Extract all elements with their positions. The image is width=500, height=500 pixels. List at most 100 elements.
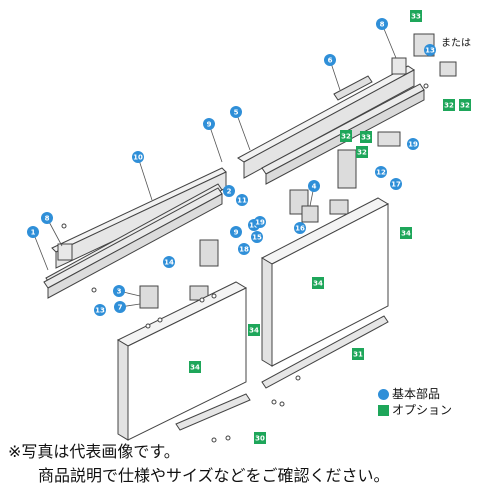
option-part-marker [312,277,324,289]
lower-rail-front [43,187,223,299]
basic-part-marker [251,231,263,243]
callout-number: 14 [164,259,174,267]
hanger-right [289,149,357,223]
callout-18: 18 [238,243,250,255]
callout-number: 19 [408,141,418,149]
callout-number: 33 [361,134,371,142]
legend: 基本部品 オプション [378,386,452,418]
callout-32: 32 [340,130,352,142]
callout-8: 8 [376,18,388,30]
callout-number: 32 [357,149,367,157]
basic-part-marker [375,166,387,178]
callout-11: 11 [236,194,248,206]
option-part-marker [443,99,455,111]
basic-part-marker [41,212,53,224]
callout-6: 6 [324,54,336,66]
option-part-marker [410,10,422,22]
option-part-marker [254,432,266,444]
legend-option: オプション [378,402,452,418]
callout-number: 15 [252,234,262,242]
callout-number: 6 [328,57,333,65]
callout-number: 10 [133,154,143,162]
basic-part-marker [113,285,125,297]
basic-part-marker [223,185,235,197]
callout-13: 13 [94,304,106,316]
basic-part-marker [132,151,144,163]
callout-19: 19 [254,216,266,228]
callout-5: 5 [230,106,242,118]
end-cap-right [391,57,407,75]
bottom-rail-left [175,393,251,431]
callout-32: 32 [443,99,455,111]
callout-number: 34 [313,280,323,288]
basic-part-marker [203,118,215,130]
callout-34: 34 [312,277,324,289]
callout-32: 32 [356,146,368,158]
callout-number: 30 [255,435,265,443]
callout-number: 3 [117,288,122,296]
callout-33: 33 [360,131,372,143]
callout-31: 31 [352,348,364,360]
basic-part-marker [407,138,419,150]
callout-3: 3 [113,285,125,297]
basic-part-marker [230,106,242,118]
callout-34: 34 [400,227,412,239]
callout-number: 11 [237,197,247,205]
callout-number: 32 [341,133,351,141]
callout-number: 32 [460,102,470,110]
callout-34: 34 [248,324,260,336]
door-panel-right [260,197,390,367]
callout-33: 33 [410,10,422,22]
option-part-marker [360,131,372,143]
option-part-marker [248,324,260,336]
callout-number: 12 [376,169,386,177]
callout-number: 31 [353,351,363,359]
rail-cover [333,75,373,101]
basic-part-marker [390,178,402,190]
callout-14: 14 [163,256,175,268]
callout-16: 16 [294,222,306,234]
option-part-marker [189,361,201,373]
callout-number: 9 [207,121,212,129]
callout-number: 2 [227,188,232,196]
basic-part-marker [163,256,175,268]
callout-9: 9 [203,118,215,130]
callout-number: 34 [401,230,411,238]
callout-number: 34 [190,364,200,372]
basic-part-marker [424,44,436,56]
confirm-note: 商品説明で仕様やサイズなどをご確認ください。 [38,466,390,485]
option-stopper-32 [439,61,457,77]
right-rail [237,65,425,185]
screws [61,83,429,443]
callout-number: 19 [255,219,265,227]
basic-part-marker [376,18,388,30]
basic-part-marker [324,54,336,66]
callout-number: 13 [95,307,105,315]
photo-note: ※写真は代表画像です。 [8,442,180,461]
door-panel-left [116,281,248,441]
bottom-rail-right [261,315,389,389]
hanger-left [139,239,219,309]
end-cap-left [57,243,73,261]
callout-number: 8 [380,21,385,29]
legend-option-label: オプション [392,403,453,417]
legend-basic-label: 基本部品 [392,387,441,401]
callout-number: 18 [249,222,259,230]
callout-number: 5 [234,109,239,117]
callout-number: 17 [391,181,401,189]
callout-9: 9 [230,226,242,238]
basic-part-marker [27,226,39,238]
basic-part-marker [254,216,266,228]
callout-number: 4 [312,183,317,191]
callout-number: 34 [249,327,259,335]
callout-number: 9 [234,229,239,237]
callout-19: 19 [407,138,419,150]
basic-part-marker [238,243,250,255]
callout-7: 7 [114,301,126,313]
callout-4: 4 [308,180,320,192]
option-part-marker [400,227,412,239]
basic-part-marker [294,222,306,234]
callout-number: 13 [425,47,435,55]
callout-number: 33 [411,13,421,21]
